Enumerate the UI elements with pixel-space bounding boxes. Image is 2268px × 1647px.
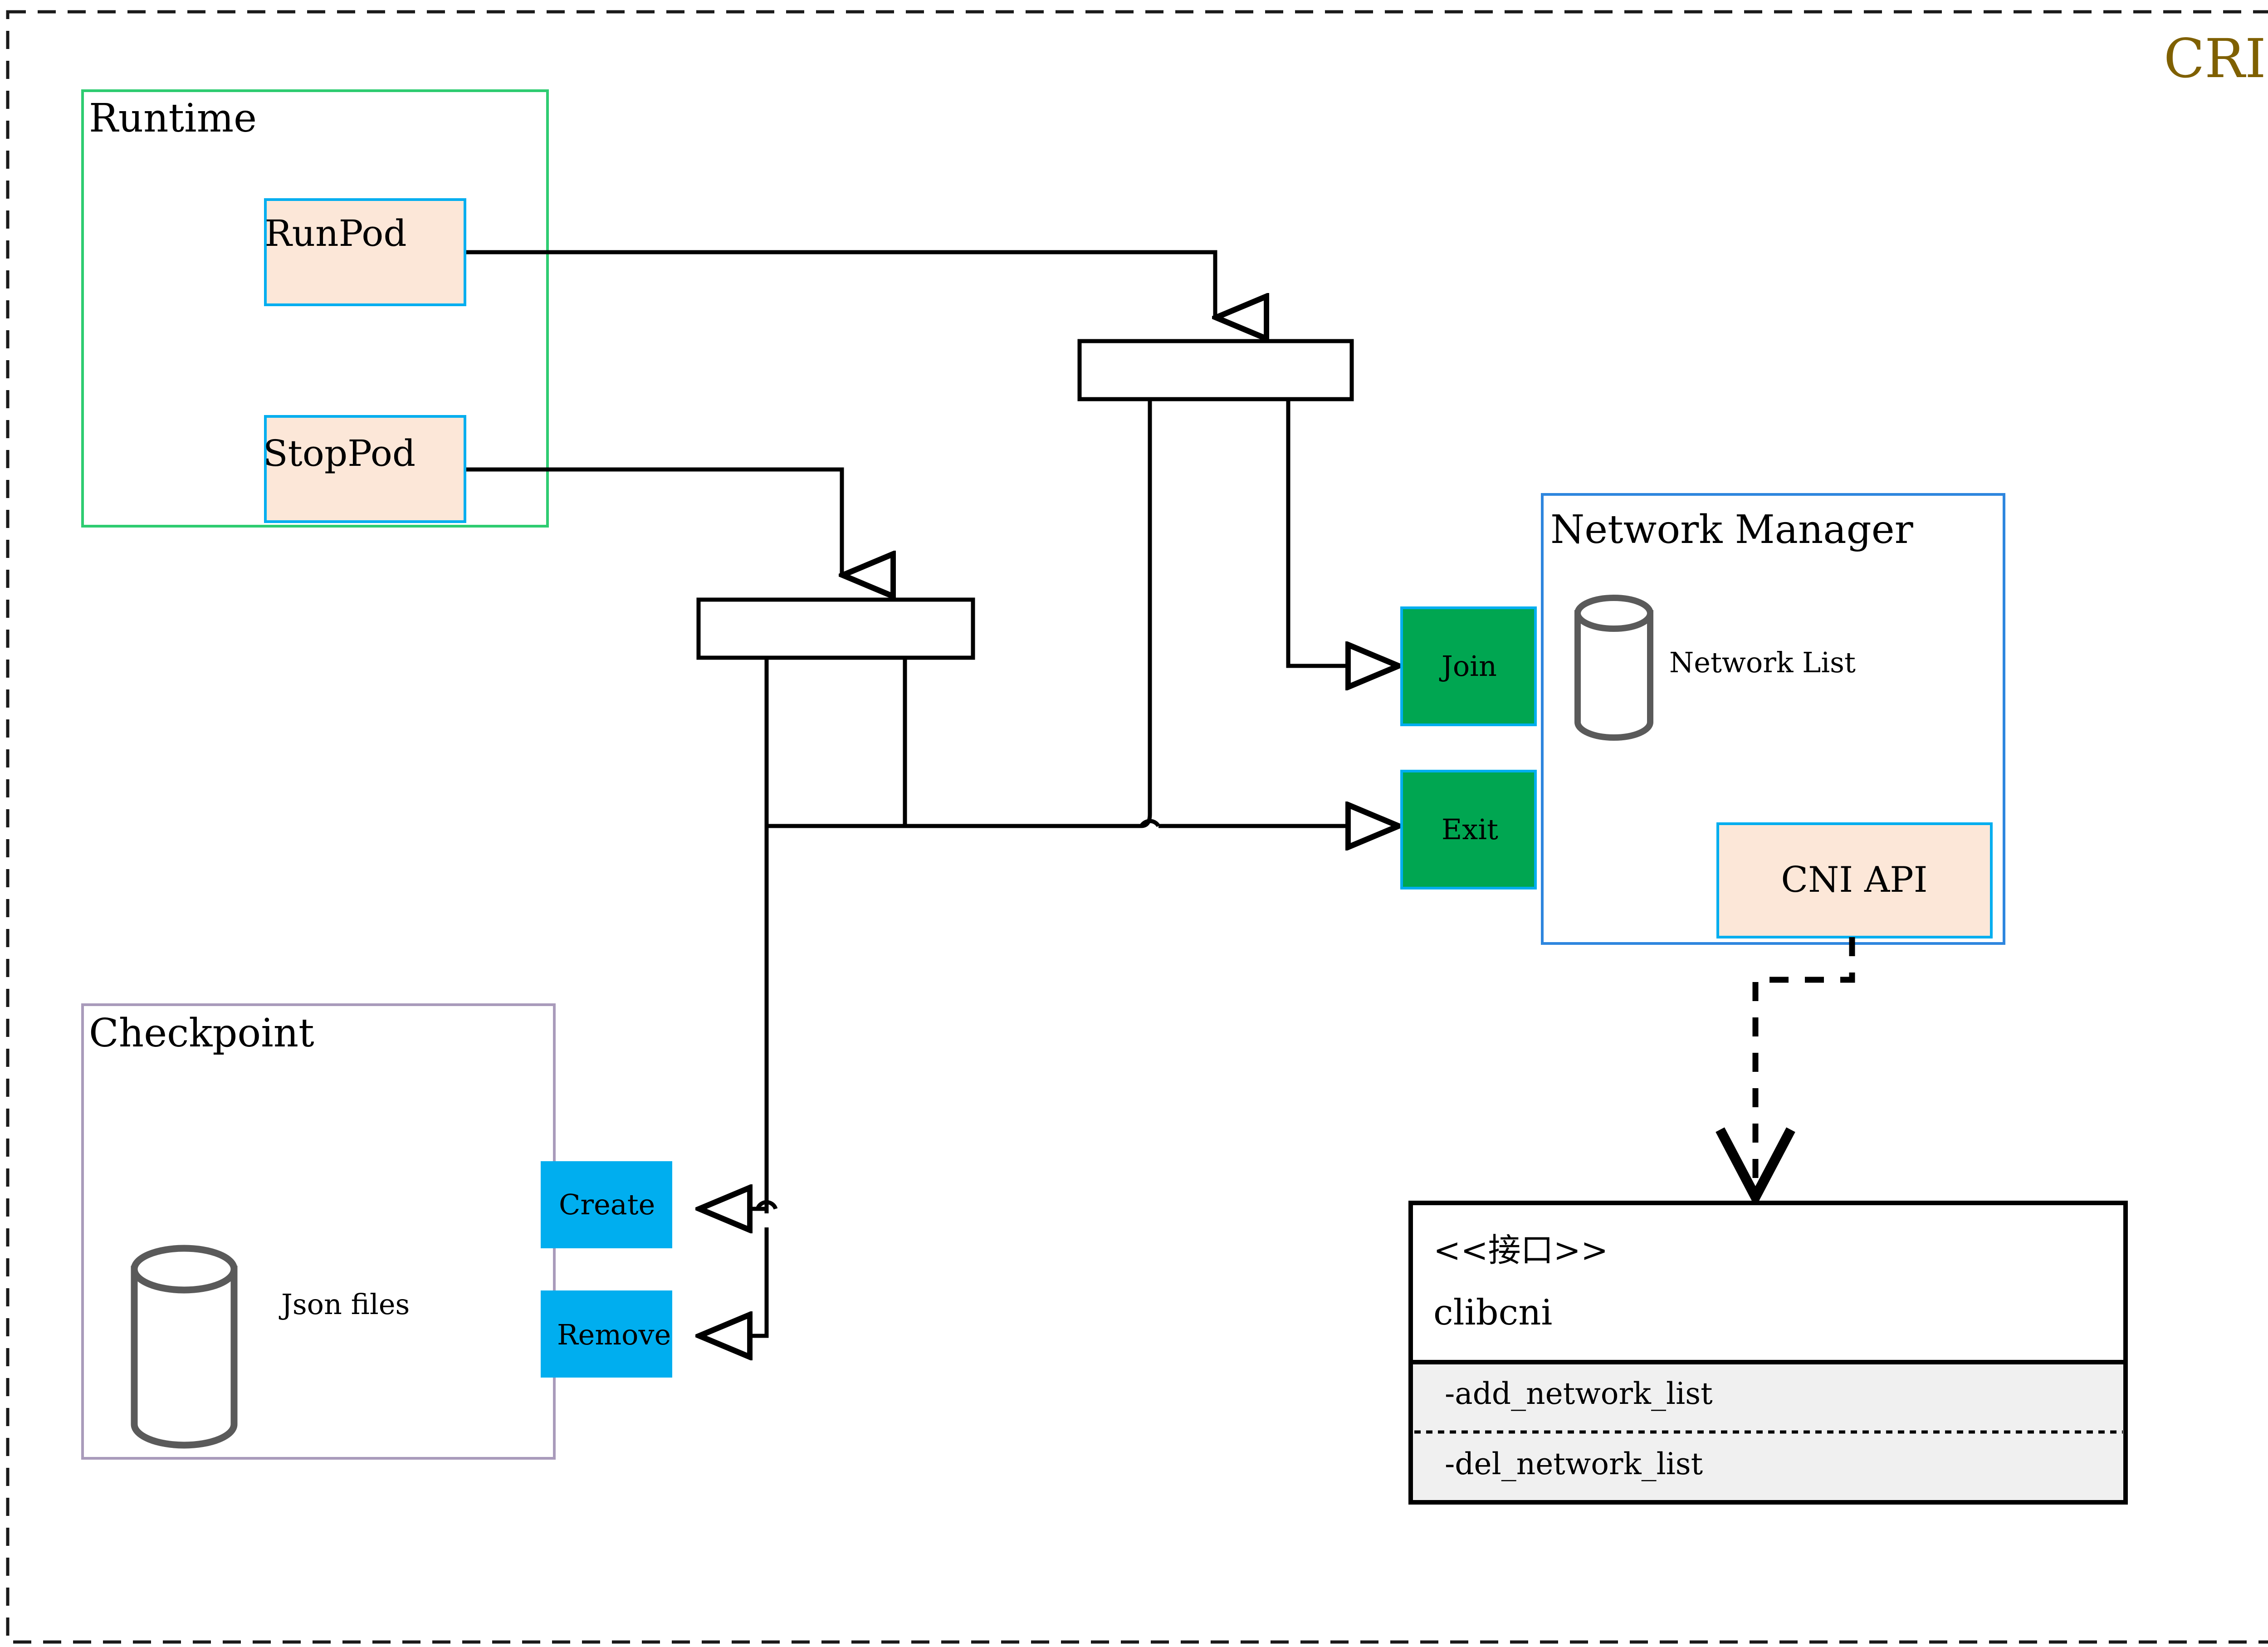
create-node bbox=[541, 1161, 672, 1248]
fork-top-node bbox=[1077, 339, 1354, 401]
join-label[interactable]: Join bbox=[1442, 650, 1497, 683]
exit-node bbox=[1400, 770, 1537, 889]
diagram-title: CRI bbox=[2164, 27, 2266, 90]
clibcni-method-del: -del_network_list bbox=[1445, 1447, 1703, 1481]
edge-fork-bottom-to-remove-tail bbox=[699, 1227, 769, 1336]
clibcni-stereotype: <<接口>> bbox=[1433, 1231, 1608, 1269]
runpod-label[interactable]: RunPod bbox=[264, 212, 407, 254]
stoppod-label[interactable]: StopPod bbox=[263, 432, 416, 474]
clibcni-name: clibcni bbox=[1433, 1292, 1553, 1333]
edge-fork-bottom-to-exit bbox=[903, 658, 1141, 828]
join-node bbox=[1400, 606, 1537, 726]
runpod-node bbox=[264, 198, 466, 306]
edge-stoppod-to-fork-bottom bbox=[465, 467, 842, 575]
edge-fork-top-to-join bbox=[1286, 399, 1399, 666]
fork-bottom-node bbox=[696, 597, 975, 660]
checkpoint-group-label: Checkpoint bbox=[89, 1011, 314, 1056]
line-hop-create bbox=[755, 1200, 778, 1210]
edge-cni-api-to-clibcni bbox=[1755, 937, 1855, 1197]
runtime-group-label: Runtime bbox=[89, 96, 257, 141]
exit-label[interactable]: Exit bbox=[1442, 813, 1498, 846]
line-hop-exit bbox=[1139, 819, 1160, 827]
cni-api-label[interactable]: CNI API bbox=[1781, 860, 1928, 900]
create-label[interactable]: Create bbox=[559, 1188, 655, 1221]
network-manager-group-label: Network Manager bbox=[1550, 507, 1913, 552]
outer-frame bbox=[6, 10, 2268, 1644]
runtime-group-box bbox=[81, 89, 549, 528]
clibcni-method-add: -add_network_list bbox=[1445, 1376, 1713, 1411]
network-list-store-label: Network List bbox=[1669, 646, 1856, 679]
remove-label[interactable]: Remove bbox=[557, 1318, 671, 1351]
checkpoint-cylinder-icon bbox=[131, 1245, 238, 1449]
edge-fork-top-to-create-tail bbox=[699, 824, 797, 1209]
remove-node bbox=[541, 1290, 672, 1378]
checkpoint-store-label: Json files bbox=[281, 1288, 410, 1321]
stoppod-node bbox=[264, 415, 466, 523]
edge-runpod-to-fork-top bbox=[465, 250, 1215, 318]
network-list-cylinder-icon bbox=[1574, 595, 1653, 741]
